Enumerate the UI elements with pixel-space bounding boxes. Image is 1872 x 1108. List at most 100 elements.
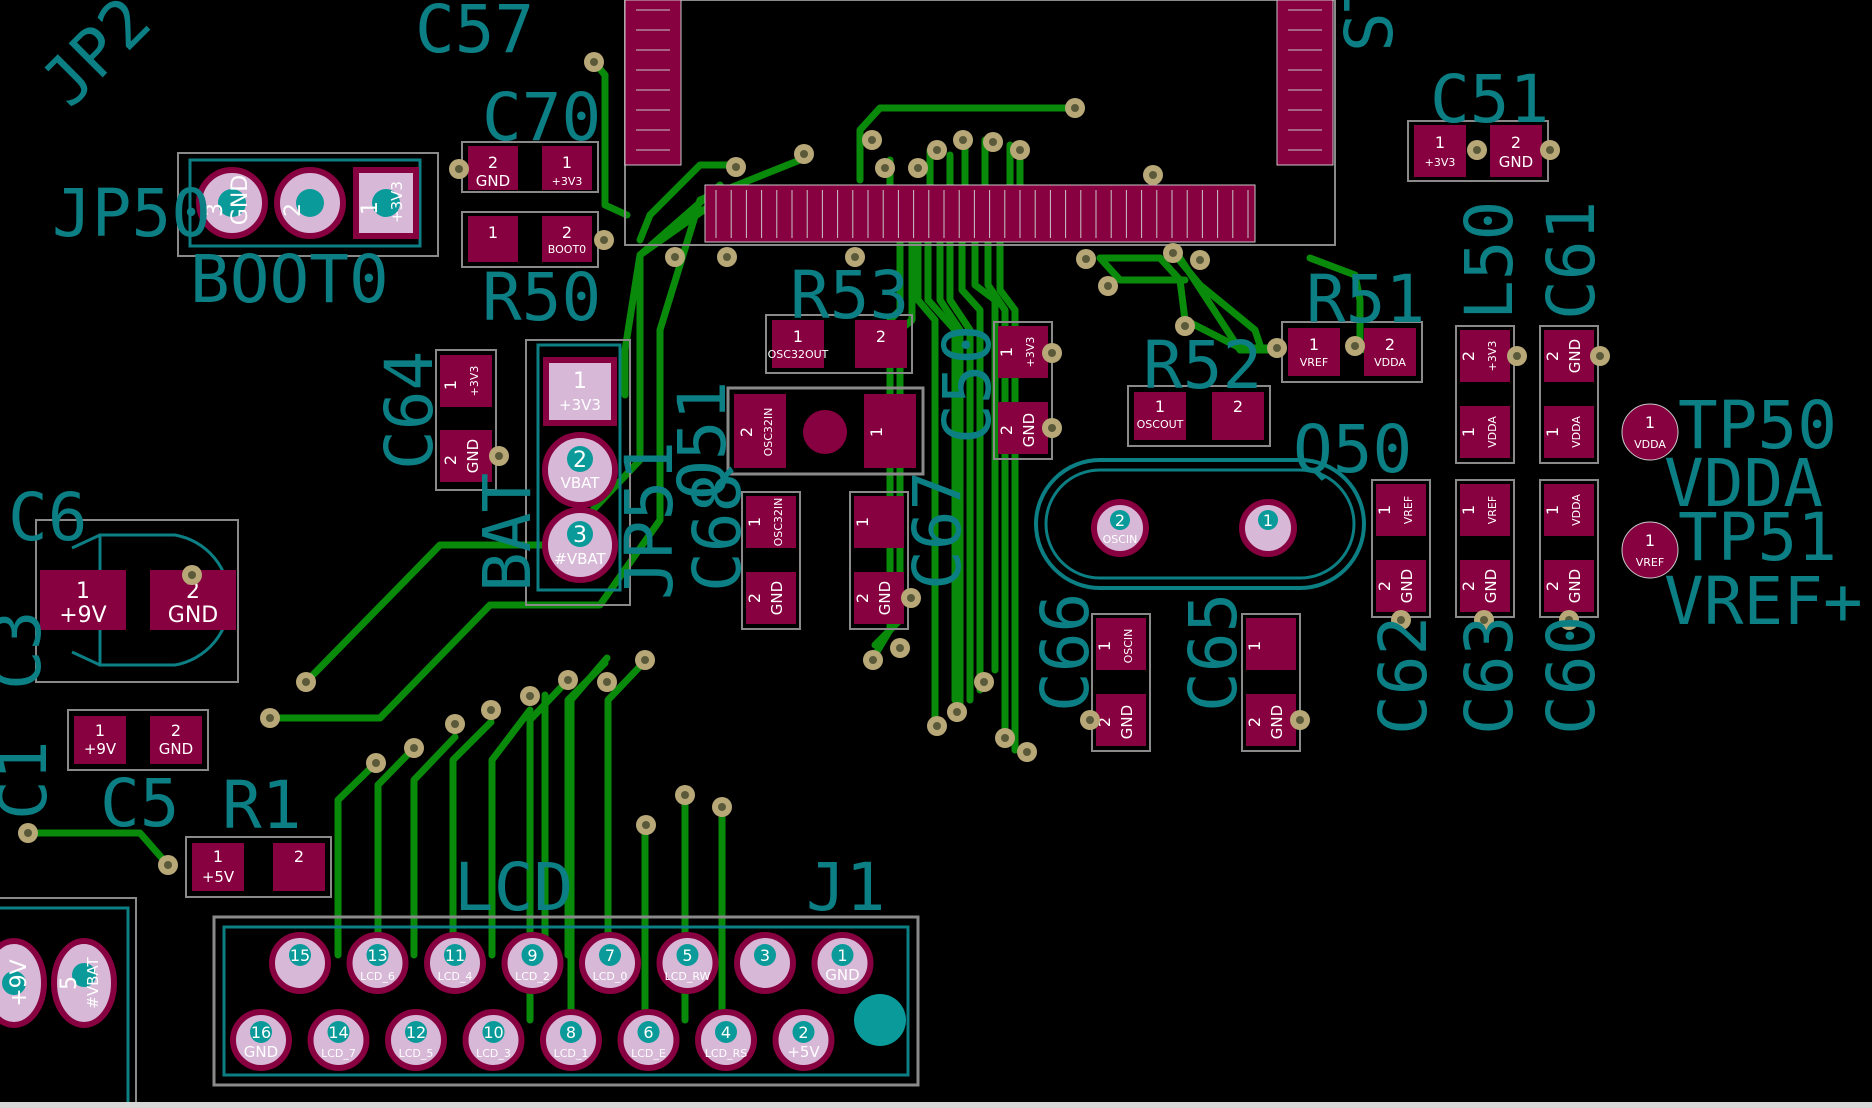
r1-pad2-num: 2 — [294, 847, 304, 866]
c5-footprint[interactable]: 1 +9V 2 GND — [67, 709, 209, 771]
c67-pad1-num: 1 — [853, 517, 872, 527]
via-hole — [914, 164, 922, 172]
lcd-pin[interactable]: 15 — [269, 932, 331, 994]
r53-footprint[interactable]: 1 OSC32OUT 2 — [765, 314, 913, 374]
power-connector-fragment[interactable]: +9V 5 #VBAT — [0, 897, 137, 1108]
r52-footprint[interactable]: 1 OSCOUT 2 — [1127, 385, 1271, 447]
c62-footprint[interactable]: 1 VREF 2 GND — [1371, 479, 1431, 618]
l50-pad1-num: 1 — [1459, 427, 1478, 437]
lcd-pin[interactable]: 2+5V — [772, 1009, 835, 1071]
lcd-pin-num: 11 — [445, 946, 465, 965]
r51-footprint[interactable]: 1 VREF 2 VDDA — [1281, 321, 1423, 383]
q51-pad1-num: 1 — [867, 427, 886, 437]
bat-pad1-num: 1 — [573, 369, 587, 394]
via-hole — [723, 253, 731, 261]
jp50-footprint[interactable]: 3 GND 2 1 +3V3 — [177, 152, 439, 257]
c63-pad2-net: GND — [1482, 569, 1500, 603]
c61-footprint[interactable]: 2 GND 1 VDDA — [1539, 325, 1599, 464]
lcd-pin-num: 10 — [483, 1023, 503, 1042]
c63-footprint[interactable]: 1 VREF 2 GND — [1455, 479, 1515, 618]
bat-pad2-net: VBAT — [561, 474, 601, 492]
c68-footprint[interactable]: 1 OSC32IN 2 GND — [741, 491, 801, 630]
via-hole — [869, 656, 877, 664]
tp51-pad[interactable]: 1 VREF — [1621, 521, 1679, 579]
c51-footprint[interactable]: 1 +3V3 2 GND — [1407, 120, 1549, 182]
bat-header-footprint[interactable]: 1 +3V3 2 VBAT 3 #VBAT — [525, 339, 631, 606]
c60-footprint[interactable]: 1 VDDA 2 GND — [1539, 479, 1599, 618]
c51-pad1-net: +3V3 — [1425, 156, 1456, 169]
c60-pad1-num: 1 — [1543, 505, 1562, 515]
lcd-pin-net: LCD_E — [631, 1047, 666, 1060]
ref-c63: C63 — [1451, 616, 1528, 735]
bat-pad3-net: #VBAT — [554, 550, 606, 568]
ref-c70: C70 — [482, 79, 601, 156]
tp50-pad[interactable]: 1 VDDA — [1621, 403, 1679, 461]
via-hole — [590, 58, 598, 66]
ref-c57: C57 — [415, 0, 534, 68]
q51-footprint[interactable]: 2 OSC32IN 1 — [726, 386, 925, 476]
via-hole — [1296, 716, 1304, 724]
ref-c51: C51 — [1430, 61, 1549, 138]
ref-q50: Q50 — [1293, 411, 1412, 488]
ref-j1: J1 — [806, 849, 885, 926]
c62-pad1-net: VREF — [1402, 496, 1415, 524]
via-hole — [1273, 344, 1281, 352]
c68-pad1-num: 1 — [745, 517, 764, 527]
via-hole — [1397, 616, 1405, 624]
q50-footprint[interactable]: 2 OSCIN 1 — [1034, 458, 1366, 590]
c64-footprint[interactable]: 1 +3V3 2 GND — [435, 349, 497, 491]
r51-pad2-num: 2 — [1385, 335, 1395, 354]
c70-pad1-num: 1 — [562, 153, 572, 172]
lcd-pin-net: GND — [244, 1043, 278, 1061]
r53-pad1-net: OSC32OUT — [768, 348, 829, 361]
c6-footprint[interactable]: 1 +9V 2 GND — [35, 519, 239, 683]
c67-footprint[interactable]: 1 2 GND — [849, 491, 909, 630]
ref-r50: R50 — [482, 259, 601, 336]
via-hole — [266, 714, 274, 722]
via-hole — [1473, 146, 1481, 154]
lcd-pin-net: LCD_6 — [360, 970, 395, 983]
c65-footprint[interactable]: 1 2 GND — [1241, 613, 1301, 752]
c68-pad2-net: GND — [768, 581, 786, 615]
c50-footprint[interactable]: 1 +3V3 2 GND — [993, 321, 1053, 460]
ref-c65: C65 — [1175, 593, 1252, 712]
c66-pad1-net: OSCIN — [1122, 629, 1135, 664]
r50-footprint[interactable]: 1 2 BOOT0 — [461, 211, 599, 268]
r1-pad1-num: 1 — [213, 847, 223, 866]
lcd-pin[interactable]: 3 — [734, 932, 796, 994]
c60-pad1-net: VDDA — [1570, 494, 1583, 526]
jp50-pad2-num: 2 — [281, 203, 306, 217]
q51-pad2-net: OSC32IN — [762, 408, 775, 457]
ref-bat: BAT — [469, 473, 546, 592]
ref-l50: L50 — [1451, 201, 1528, 320]
via-hole — [410, 744, 418, 752]
via-hole — [1086, 716, 1094, 724]
via-hole — [1196, 256, 1204, 264]
c66-footprint[interactable]: 1 OSCIN 2 GND — [1091, 613, 1151, 752]
lcd-pin-net: LCD_RS — [705, 1047, 747, 1060]
r1-footprint[interactable]: 1 +5V 2 — [185, 836, 332, 898]
ref-c61: C61 — [1533, 201, 1610, 320]
tp50-num: 1 — [1645, 413, 1655, 432]
tp51-num: 1 — [1645, 531, 1655, 550]
via-hole — [1104, 282, 1112, 290]
via-hole — [1048, 349, 1056, 357]
q50-pad1-num: 1 — [1263, 511, 1273, 530]
l50-footprint[interactable]: 2 +3V3 1 VDDA — [1455, 325, 1515, 464]
via-hole — [989, 138, 997, 146]
